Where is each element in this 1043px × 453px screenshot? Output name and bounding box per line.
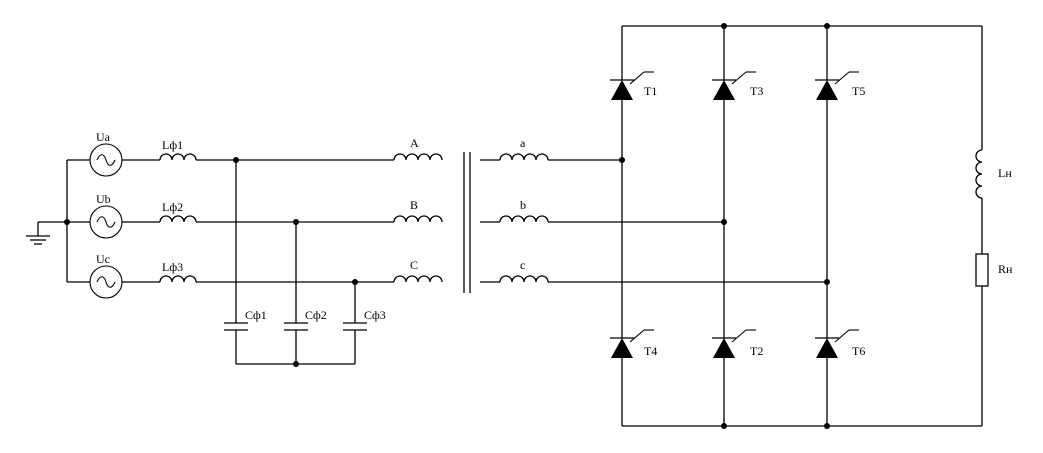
label-secondary-c: c: [520, 258, 525, 272]
label-primary-a: A: [410, 136, 419, 150]
inductor-lf3: [159, 275, 197, 283]
label-secondary-b: b: [520, 198, 526, 212]
load-resistor: [975, 253, 989, 287]
label-source-ua: Ua: [96, 130, 111, 144]
sine-icon: [96, 154, 116, 166]
label-thyristor-t3: T3: [750, 84, 763, 98]
label-capacitor-cf3: Cф3: [364, 308, 386, 322]
thyristor-t1: [611, 80, 633, 100]
thyristor-t3: [713, 80, 735, 100]
phase-a-line: [67, 143, 443, 177]
transformer-secondary-a: [499, 153, 549, 161]
label-primary-b: B: [410, 198, 418, 212]
label-capacitor-cf2: Cф2: [305, 308, 327, 322]
sine-icon: [96, 276, 116, 288]
transformer-primary-b: [393, 215, 443, 223]
load-branch: [975, 26, 989, 426]
inductor-lf2: [159, 215, 197, 223]
labels: Ua Ub Uc Lф1 Lф2 Lф3 Cф1 Cф2 Cф3 A B C a…: [96, 84, 1013, 358]
transformer-secondary-b: [499, 215, 549, 223]
bridge-leg-1: [610, 26, 654, 426]
label-thyristor-t2: T2: [750, 344, 763, 358]
label-thyristor-t5: T5: [852, 84, 865, 98]
thyristor-t4: [611, 338, 633, 358]
phase-b-line: [67, 205, 443, 239]
label-thyristor-t6: T6: [852, 344, 865, 358]
transformer-core: [463, 152, 471, 293]
transformer-secondary-c: [499, 275, 549, 283]
thyristor-t5: [816, 80, 838, 100]
thyristor-t6: [816, 338, 838, 358]
capacitor-bank: [224, 157, 367, 367]
sine-icon: [96, 216, 116, 228]
bridge-leg-2: [712, 26, 756, 426]
inductor-lf1: [159, 153, 197, 161]
bridge-leg-3: [815, 26, 859, 426]
label-load-inductor: Lн: [998, 166, 1012, 180]
load-inductor: [975, 149, 983, 199]
phase-c-line: [67, 265, 443, 299]
label-inductor-lf3: Lф3: [162, 260, 183, 274]
label-source-uc: Uc: [96, 252, 110, 266]
label-inductor-lf2: Lф2: [162, 200, 183, 214]
label-source-ub: Ub: [96, 192, 111, 206]
ground-symbol: [26, 222, 50, 245]
label-thyristor-t1: T1: [644, 84, 657, 98]
transformer-primary-a: [393, 153, 443, 161]
label-primary-c: C: [410, 258, 418, 272]
transformer-primary-c: [393, 275, 443, 283]
label-inductor-lf1: Lф1: [162, 138, 183, 152]
label-thyristor-t4: T4: [644, 344, 657, 358]
thyristor-t2: [713, 338, 735, 358]
secondary-windings: [480, 153, 827, 283]
label-capacitor-cf1: Cф1: [245, 308, 267, 322]
label-secondary-a: a: [520, 136, 526, 150]
bridge-rails: [622, 23, 982, 429]
label-load-resistor: Rн: [998, 262, 1013, 276]
